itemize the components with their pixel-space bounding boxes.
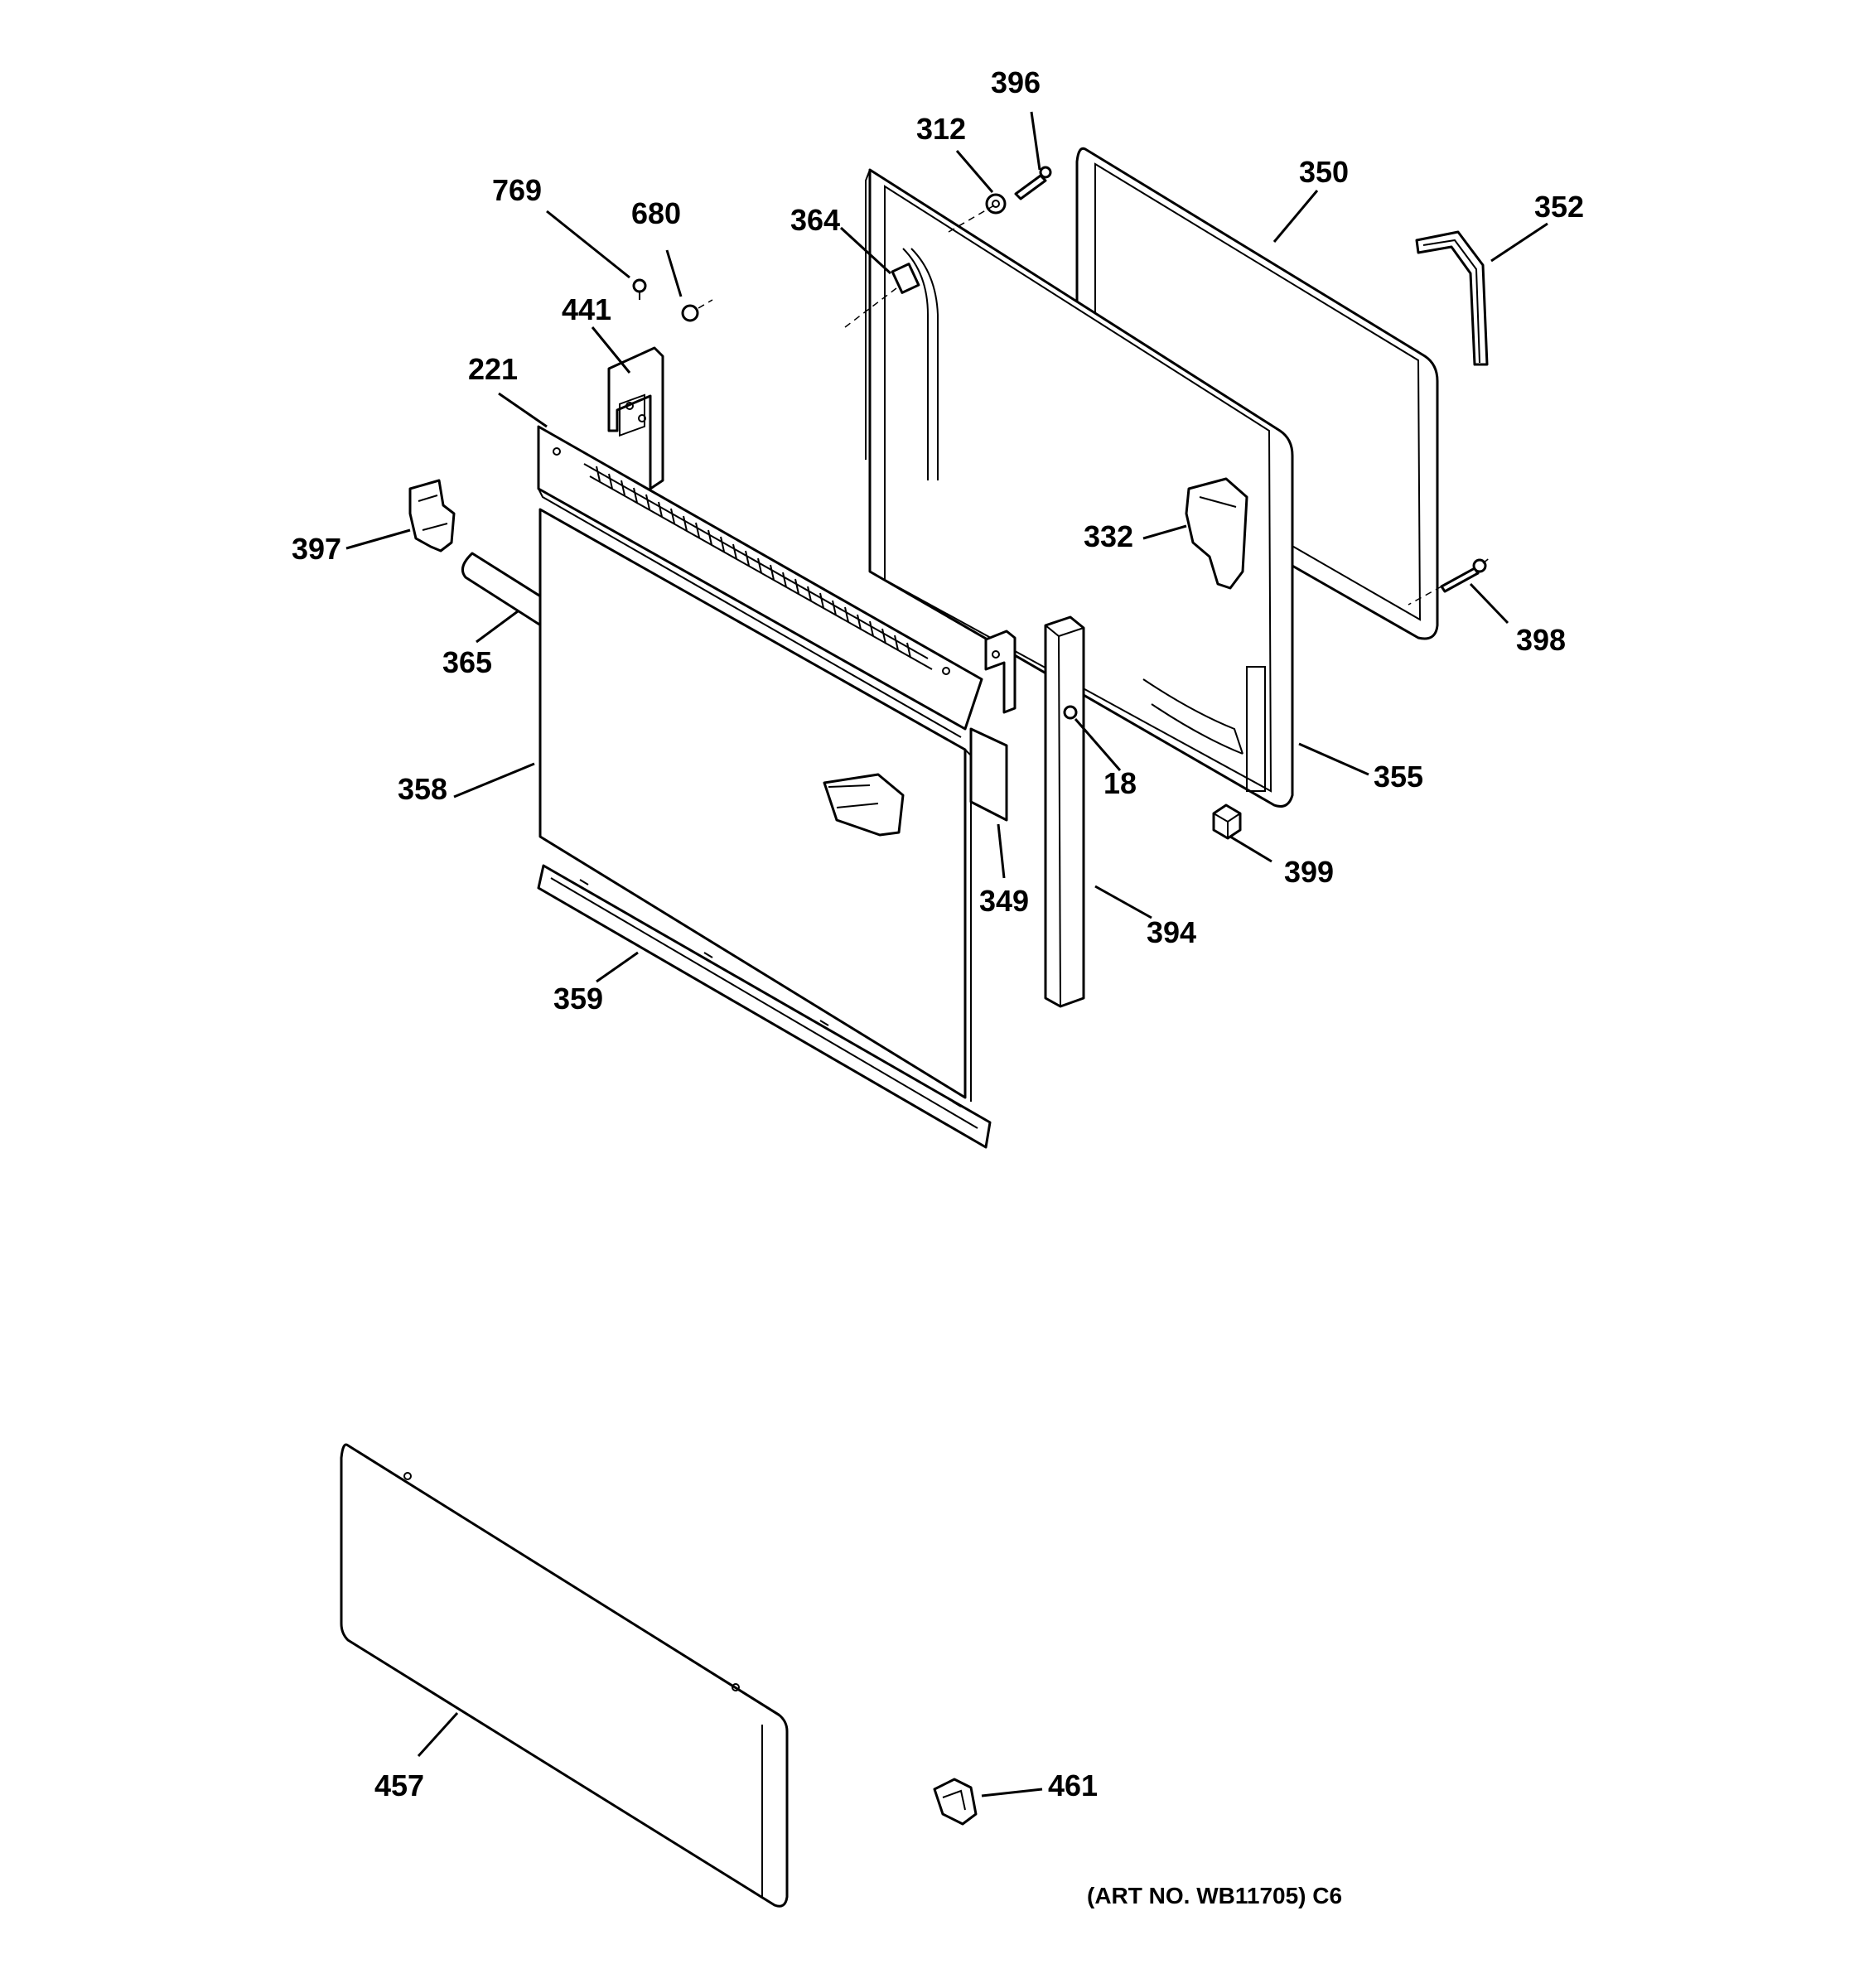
art-number: (ART NO. WB11705) C6 [1087,1883,1342,1908]
part-332-insulation [1185,477,1248,590]
callout-359: 359 [553,982,603,1016]
callout-358: 358 [398,772,447,806]
part-359-bottom-trim [537,864,992,1149]
part-457-drawer-panel [340,1443,789,1908]
part-394-side-trim [1044,615,1085,1008]
part-398-screw [1408,556,1492,606]
callout-396: 396 [991,65,1041,99]
part-312-washer [985,193,1007,215]
part-441-bracket [607,346,664,490]
part-349-edge-strip [969,727,1008,822]
callout-365: 365 [442,645,492,679]
callout-461: 461 [1048,1768,1098,1802]
part-399-bumper [1212,803,1242,840]
callout-332: 332 [1084,519,1133,553]
part-396-screw [948,166,1052,233]
callout-221: 221 [468,352,518,386]
part-397-end-clip [408,479,456,552]
callout-769: 769 [492,173,542,207]
part-352-gasket [1415,230,1489,366]
part-769-screw [632,278,647,300]
callout-457: 457 [374,1768,424,1802]
callout-680: 680 [631,196,681,230]
callout-364: 364 [790,203,840,237]
part-364-fastener [844,263,920,328]
callout-397: 397 [292,532,341,566]
callout-350: 350 [1299,155,1349,189]
callout-352: 352 [1534,190,1584,224]
callout-398: 398 [1516,623,1566,657]
callout-349: 349 [979,884,1029,918]
handle-end-cap [823,773,905,837]
leader-lines [345,111,1548,1797]
side-bracket [984,630,1017,714]
vent-slots [596,466,911,659]
callout-355: 355 [1374,760,1423,794]
part-461-clip [933,1778,978,1826]
part-680-screw [681,299,713,322]
callout-labels: 396 312 350 352 769 680 364 441 221 397 … [292,65,1584,1802]
callout-394: 394 [1147,915,1196,949]
callout-399: 399 [1284,855,1334,889]
part-355-door-frame [865,168,1294,808]
callout-312: 312 [916,112,966,146]
callout-18: 18 [1103,766,1137,800]
callout-441: 441 [562,292,611,326]
part-221-vent-trim [537,425,983,738]
part-18-screw [1063,705,1078,720]
